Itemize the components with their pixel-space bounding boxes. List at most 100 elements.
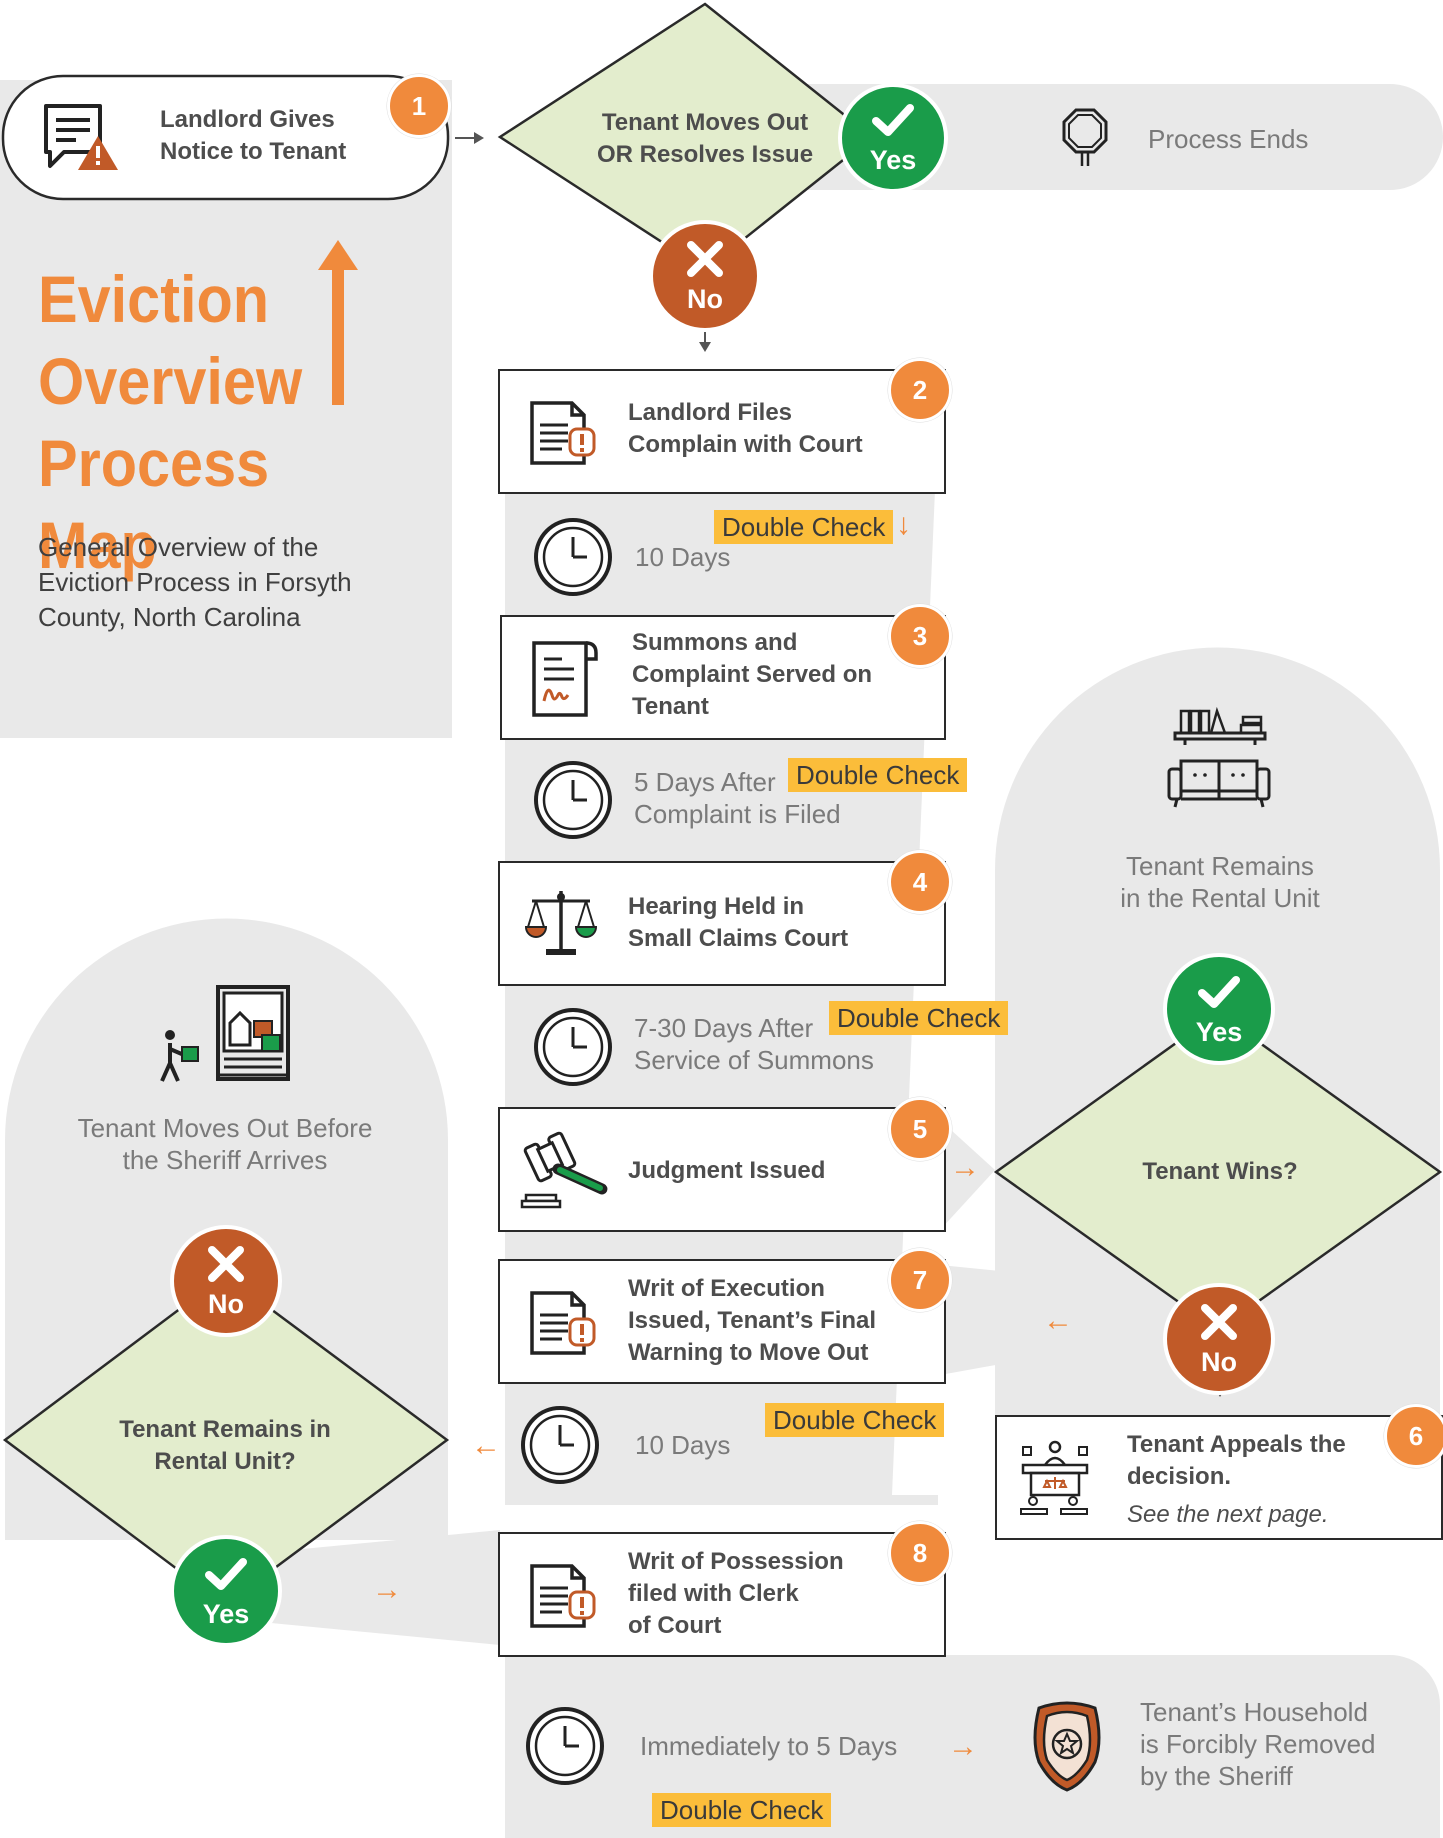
check-icon [205,1558,247,1590]
tenant-moves-out-line: Tenant Moves Out Before [77,1113,373,1143]
gavel-icon [520,1131,610,1211]
up-arrow-icon [318,240,358,405]
step-5-box: Judgment Issued [498,1107,946,1232]
decision-1-label: Tenant Moves Out OR Resolves Issue [570,107,840,171]
stop-sign-icon [1060,108,1110,168]
furniture-icon [1165,705,1273,813]
clock-icon [534,518,612,596]
right-arrow-icon: → [948,1730,978,1763]
decision-3-label: Tenant Remains in Rental Unit? [75,1414,375,1478]
step-6-badge: 6 [1384,1404,1443,1468]
step-8-line: filed with Clerk [628,1580,799,1607]
tenant-remains-label: Tenant Remains in the Rental Unit [1070,850,1370,914]
duration-3: 7-30 Days After Service of Summons [634,1012,874,1076]
yes-badge-3: Yes [170,1535,282,1647]
no-label: No [1201,1347,1237,1377]
duration-2: 5 Days After Complaint is Filed [634,766,841,830]
step-8-line: of Court [628,1612,722,1639]
step-7-badge: 7 [888,1248,952,1312]
decision-2-label: Tenant Wins? [1142,1158,1298,1185]
yes-label: Yes [1195,1017,1243,1047]
down-arrow-icon: ↓ [896,508,911,541]
step-5-label: Judgment Issued [628,1157,826,1184]
page-title: Eviction Overview Process Map [38,258,380,586]
step-1-line: Notice to Tenant [160,138,347,165]
double-check-2: Double Check [788,758,968,792]
document-alert-icon [528,399,598,469]
courtroom-icon [1017,1439,1097,1519]
title-line-3: Process Map [38,426,270,582]
scales-icon [524,887,598,959]
step-4-label: Hearing Held in Small Claims Court [628,891,848,955]
step-2-label: Landlord Files Complain with Court [628,397,863,461]
tenant-remains-line: Tenant Remains [1126,851,1314,881]
signed-document-icon [530,639,600,719]
tenant-moves-out-line: the Sheriff Arrives [122,1145,328,1175]
subtitle-line: County, North Carolina [38,602,301,632]
tenant-remains-line: in the Rental Unit [1120,883,1320,913]
document-alert-icon [528,1562,598,1632]
no-badge-2: No [1163,1283,1275,1395]
step-7-line: Writ of Execution [628,1275,825,1302]
no-badge-1: No [649,220,761,332]
decision-1-line: Tenant Moves Out [601,109,809,136]
left-arrow-icon: ← [471,1429,501,1462]
decision-1-line: OR Resolves Issue [596,141,814,168]
step-3-label: Summons and Complaint Served on Tenant [632,627,872,723]
duration-3-line: 7-30 Days After [634,1013,814,1043]
step-3-line: Summons and [632,629,798,656]
decision-3-line: Rental Unit? [154,1448,296,1475]
duration-2-line: 5 Days After [634,767,776,797]
step-2-line: Landlord Files [628,399,793,426]
step-8-label: Writ of Possession filed with Clerk of C… [628,1546,844,1642]
step-1-badge: 1 [387,74,451,138]
step-7-line: Warning to Move Out [628,1339,869,1366]
step-7-line: Issued, Tenant’s Final [628,1307,877,1334]
duration-4: 10 Days [635,1430,731,1460]
yes-badge-2: Yes [1163,953,1275,1065]
check-icon [1198,976,1240,1008]
sheriff-badge-icon [1027,1700,1107,1792]
duration-1: 10 Days [635,542,731,572]
x-icon [208,1246,244,1282]
step-1-label: Landlord Gives Notice to Tenant [160,104,346,168]
step-4-line: Hearing Held in [628,893,805,920]
step-6-note: See the next page. [1127,1501,1329,1528]
forcibly-removed-label: Tenant’s Household is Forcibly Removed b… [1140,1696,1376,1792]
step-5-badge: 5 [888,1097,952,1161]
forcibly-removed-line: Tenant’s Household [1140,1697,1368,1727]
subtitle-line: Eviction Process in Forsyth [38,567,352,597]
subtitle-line: General Overview of the [38,532,319,562]
step-6-box: Tenant Appeals the decision. See the nex… [995,1415,1443,1540]
decision-3-line: Tenant Remains in [119,1416,331,1443]
document-alert-icon [528,1289,598,1359]
tenant-moves-out-label: Tenant Moves Out Before the Sheriff Arri… [50,1112,400,1176]
clock-icon [521,1406,599,1484]
forcibly-removed-line: by the Sheriff [1140,1761,1293,1791]
step-2-badge: 2 [888,358,952,422]
step-7-label: Writ of Execution Issued, Tenant’s Final… [628,1273,876,1369]
yes-badge-1: Yes [838,83,948,193]
step-3-line: Tenant [632,693,709,720]
step-4-line: Small Claims Court [628,925,849,952]
moving-truck-icon [158,983,293,1083]
step-1-line: Landlord Gives [160,106,335,133]
step-6-label: Tenant Appeals the decision. [1127,1429,1346,1493]
step-4-box: Hearing Held in Small Claims Court [498,861,946,986]
double-check-4: Double Check [765,1403,945,1437]
left-arrow-icon: ← [1043,1304,1073,1337]
step-3-box: Summons and Complaint Served on Tenant [500,615,946,740]
step-3-line: Complaint Served on [632,661,873,688]
right-arrow-icon: → [372,1573,402,1606]
double-check-5: Double Check [652,1793,832,1827]
step-6-line: decision. [1127,1463,1232,1490]
double-check-1: Double Check [714,510,894,544]
subtitle: General Overview of the Eviction Process… [38,530,352,635]
forcibly-removed-line: is Forcibly Removed [1140,1729,1376,1759]
title-line-2: Overview [38,344,303,418]
step-8-box: Writ of Possession filed with Clerk of C… [498,1532,946,1657]
step-8-line: Writ of Possession [628,1548,844,1575]
clock-icon [526,1707,604,1785]
right-arrow-icon: → [950,1151,980,1184]
